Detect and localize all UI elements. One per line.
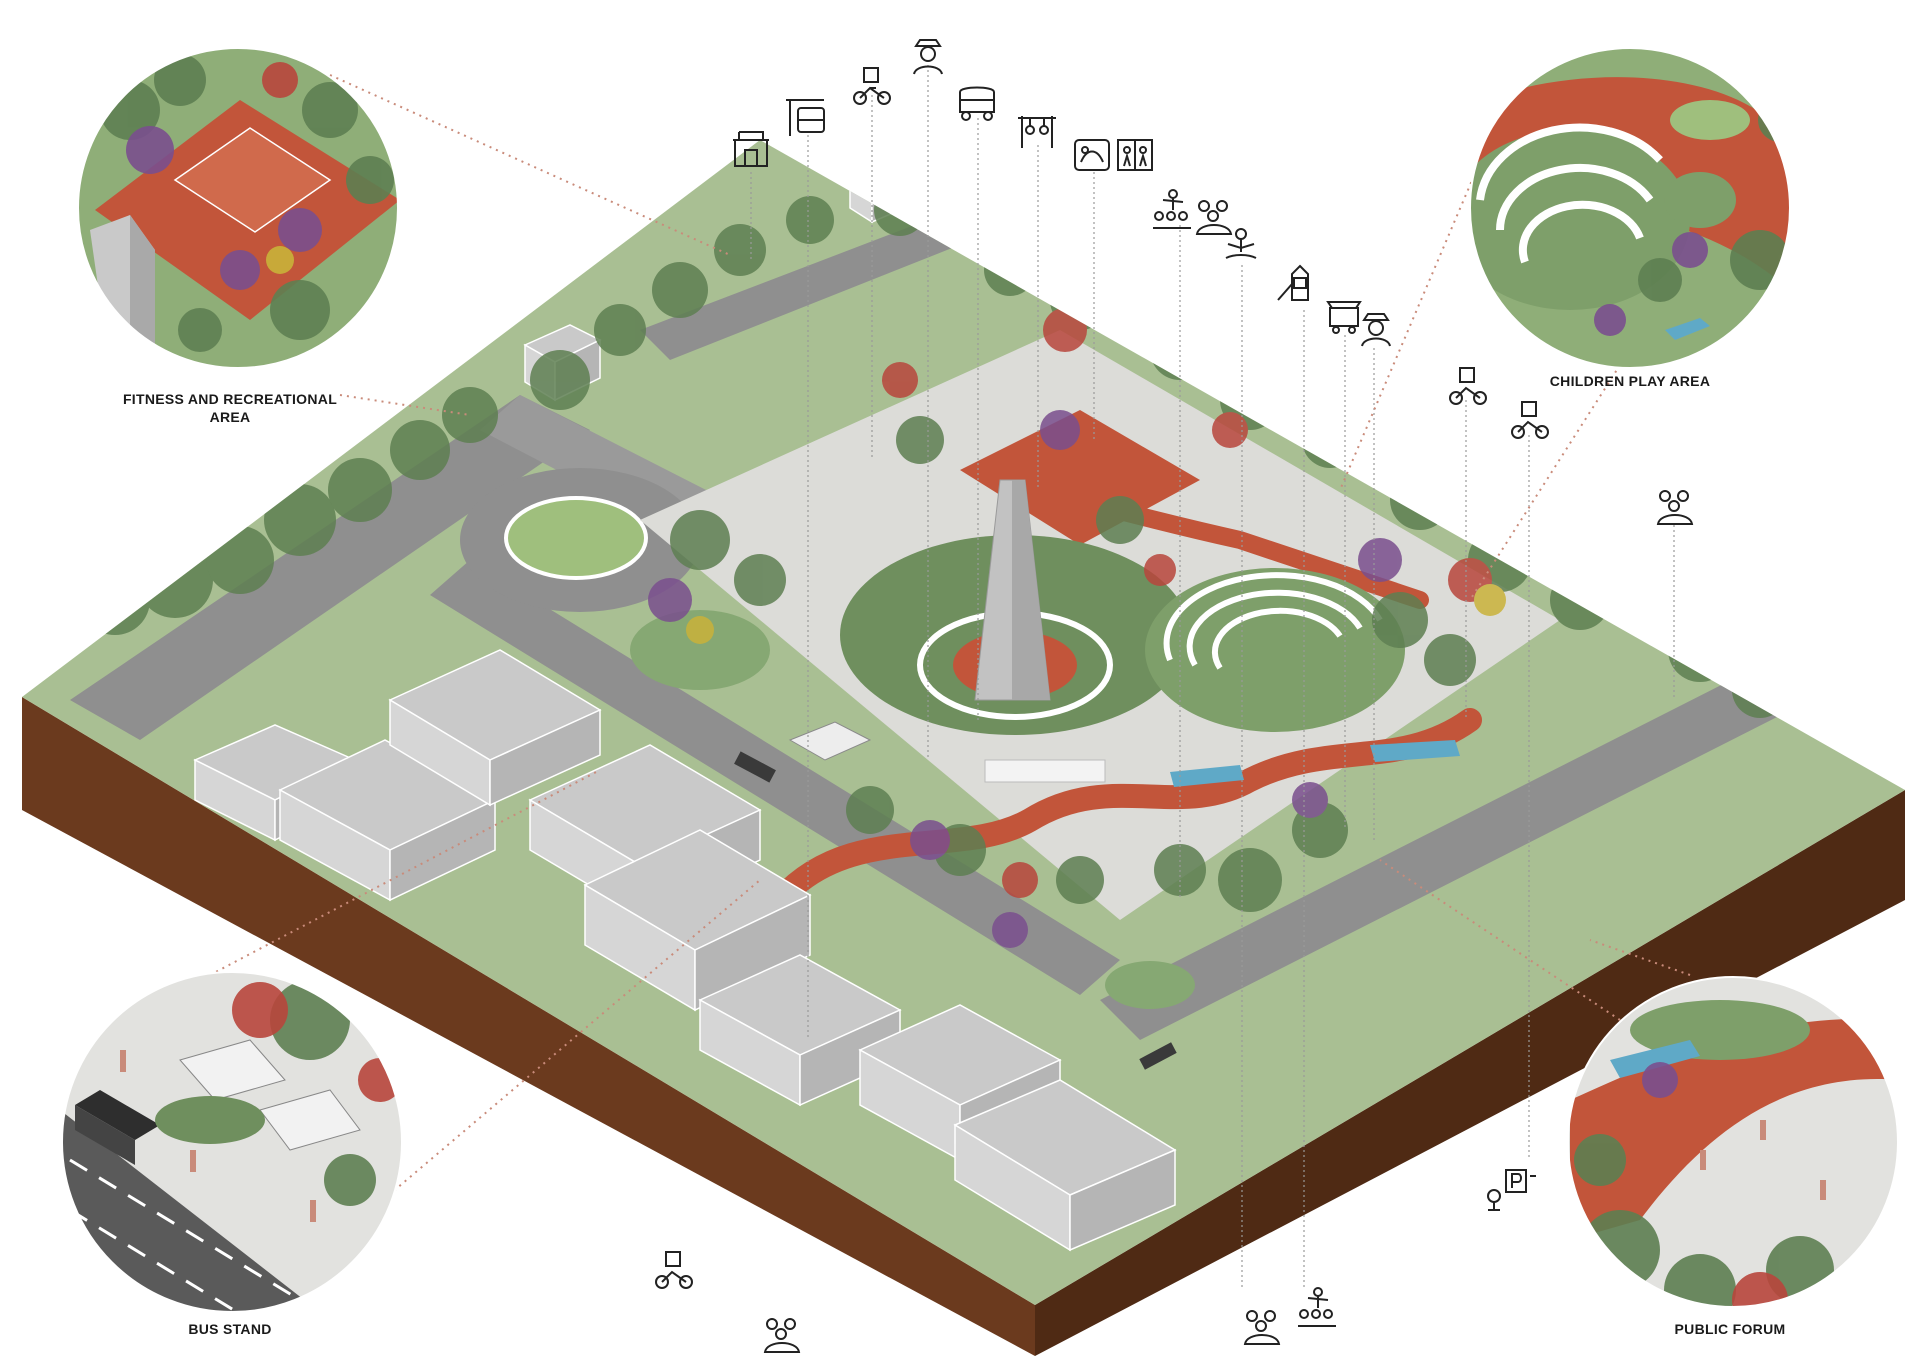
fitness-area-label: FITNESS AND RECREATIONAL AREA [120,390,340,426]
icon-markers [750,60,1675,1290]
icon-bicycle-parking-4 [655,1251,693,1289]
building-cluster-south [698,954,1177,1252]
car-vehicle [1139,1042,1177,1070]
amphitheatre-arc-1 [1163,572,1383,662]
icon-exercise-bar [1018,116,1056,148]
icon-bicycle-parking-2 [1449,367,1487,405]
meditation-icon [1225,228,1257,259]
red-pathway-loop [768,708,1482,912]
children-play-area-label: CHILDREN PLAY AREA [1549,373,1711,389]
icon-playground [1277,264,1309,301]
park-contents [70,159,1850,1252]
bus-shelter [788,721,872,761]
icon-library [733,131,769,167]
roundabout-island [504,496,648,580]
security-guard-icon [913,39,943,75]
bicycle-parking-icon [1449,367,1487,405]
water-feature-east [1370,740,1460,762]
icon-group-3 [763,1318,801,1353]
toilet-icon [1117,139,1153,171]
security-guard-icon [1361,313,1391,347]
group-icon [1656,490,1694,525]
icon-performance [1153,189,1191,229]
exercise-bar-icon [1018,116,1056,148]
water-feature-south [1170,765,1244,787]
building-cluster-west [193,649,812,1012]
icon-bus-stop [786,99,825,136]
bicycle-parking-icon [853,67,891,105]
icon-paid-parking [1487,1169,1536,1211]
road-northwest [70,395,590,740]
performance-icon [1298,1287,1336,1327]
soil-left-face [22,697,1035,1356]
amphitheatre-arc-2 [1186,589,1363,667]
art-icon [1074,139,1110,171]
icon-art [1074,139,1110,171]
icon-bicycle-parking-1 [853,67,891,105]
icon-security-guard [913,39,943,75]
food-cart-icon [1326,301,1362,334]
callout-circle-forum [1567,976,1899,1308]
road-southwest [430,560,1120,995]
public-forum-label: PUBLIC FORUM [1674,1321,1786,1337]
fitness-area-label-line1: FITNESS AND RECREATIONAL [122,391,338,407]
callout-connectors [209,74,1691,1246]
playground-icon [1277,264,1309,301]
icon-food-cart [1326,301,1362,334]
icon-group-2 [1656,490,1694,525]
soil-right-face [1035,790,1905,1356]
icon-performance-2 [1298,1287,1336,1327]
icon-group-4 [1243,1310,1281,1345]
callout-circle-bus [61,971,403,1313]
icon-security-guard-2 [1361,313,1391,347]
performance-icon [1153,189,1191,229]
icon-group-1 [1195,200,1233,235]
fitness-area-label-line2: AREA [209,409,251,425]
obelisk-plinth [984,759,1106,783]
bicycle-parking-icon [655,1251,693,1289]
icon-auto-rickshaw [959,86,995,121]
paid-parking-icon [1487,1169,1536,1211]
group-icon [763,1318,801,1353]
bus-stand-label: BUS STAND [188,1321,272,1337]
callout-circle-children [1469,47,1791,369]
bus-stop-icon [786,99,825,136]
library-icon [733,131,769,167]
amphitheatre-arc-3 [1211,607,1343,670]
group-icon [1195,200,1233,235]
group-icon [1243,1310,1281,1345]
icon-toilet [1117,139,1153,171]
road-northeast-boulevard [640,200,1010,360]
road-southeast [1100,640,1850,1040]
lawn-south [1105,961,1195,1009]
obelisk-shade [1012,480,1050,700]
callout-circle-fitness [77,47,399,369]
bicycle-parking-icon [1511,401,1549,439]
auto-rickshaw-icon [959,86,995,121]
icon-meditation [1225,228,1257,259]
bus-vehicle [734,751,776,783]
lawn-west [630,610,770,690]
icon-bicycle-parking-3 [1511,401,1549,439]
